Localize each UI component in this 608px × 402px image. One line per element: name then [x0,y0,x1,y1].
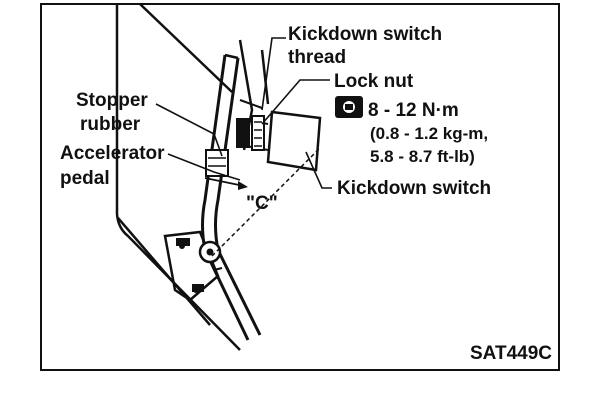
torque-wrench-icon [335,96,363,118]
rear-panel [139,3,233,93]
torque-spec-line1: 8 - 12 N·m [368,100,459,121]
kickdown-switch-label: Kickdown switch [337,178,491,199]
stopper-rubber-label-1: Stopper [76,90,148,111]
torque-spec-line2: (0.8 - 1.2 kg-m, [370,124,488,143]
leader-lines [155,37,332,189]
clearance-arrow [204,177,248,190]
switch-bracket [238,39,270,151]
kickdown-thread-label-2: thread [288,47,346,68]
stopper-rubber [205,149,229,177]
figure-frame [40,3,560,371]
clearance-dashed-line [211,147,321,257]
lock-nut-label: Lock nut [334,71,414,92]
pedal-hinge-bracket [163,230,223,302]
stopper-rubber-label-2: rubber [80,114,141,135]
torque-spec-line3: 5.8 - 8.7 ft-lb) [370,147,475,166]
accelerator-pedal-label-1: Accelerator [60,143,165,164]
kickdown-thread-label-1: Kickdown switch [288,24,442,45]
figure-id-label: SAT449C [470,343,552,364]
floor-panel [115,4,241,351]
clearance-c-label: "C" [246,193,278,214]
accelerator-pedal-label-2: pedal [60,168,110,189]
